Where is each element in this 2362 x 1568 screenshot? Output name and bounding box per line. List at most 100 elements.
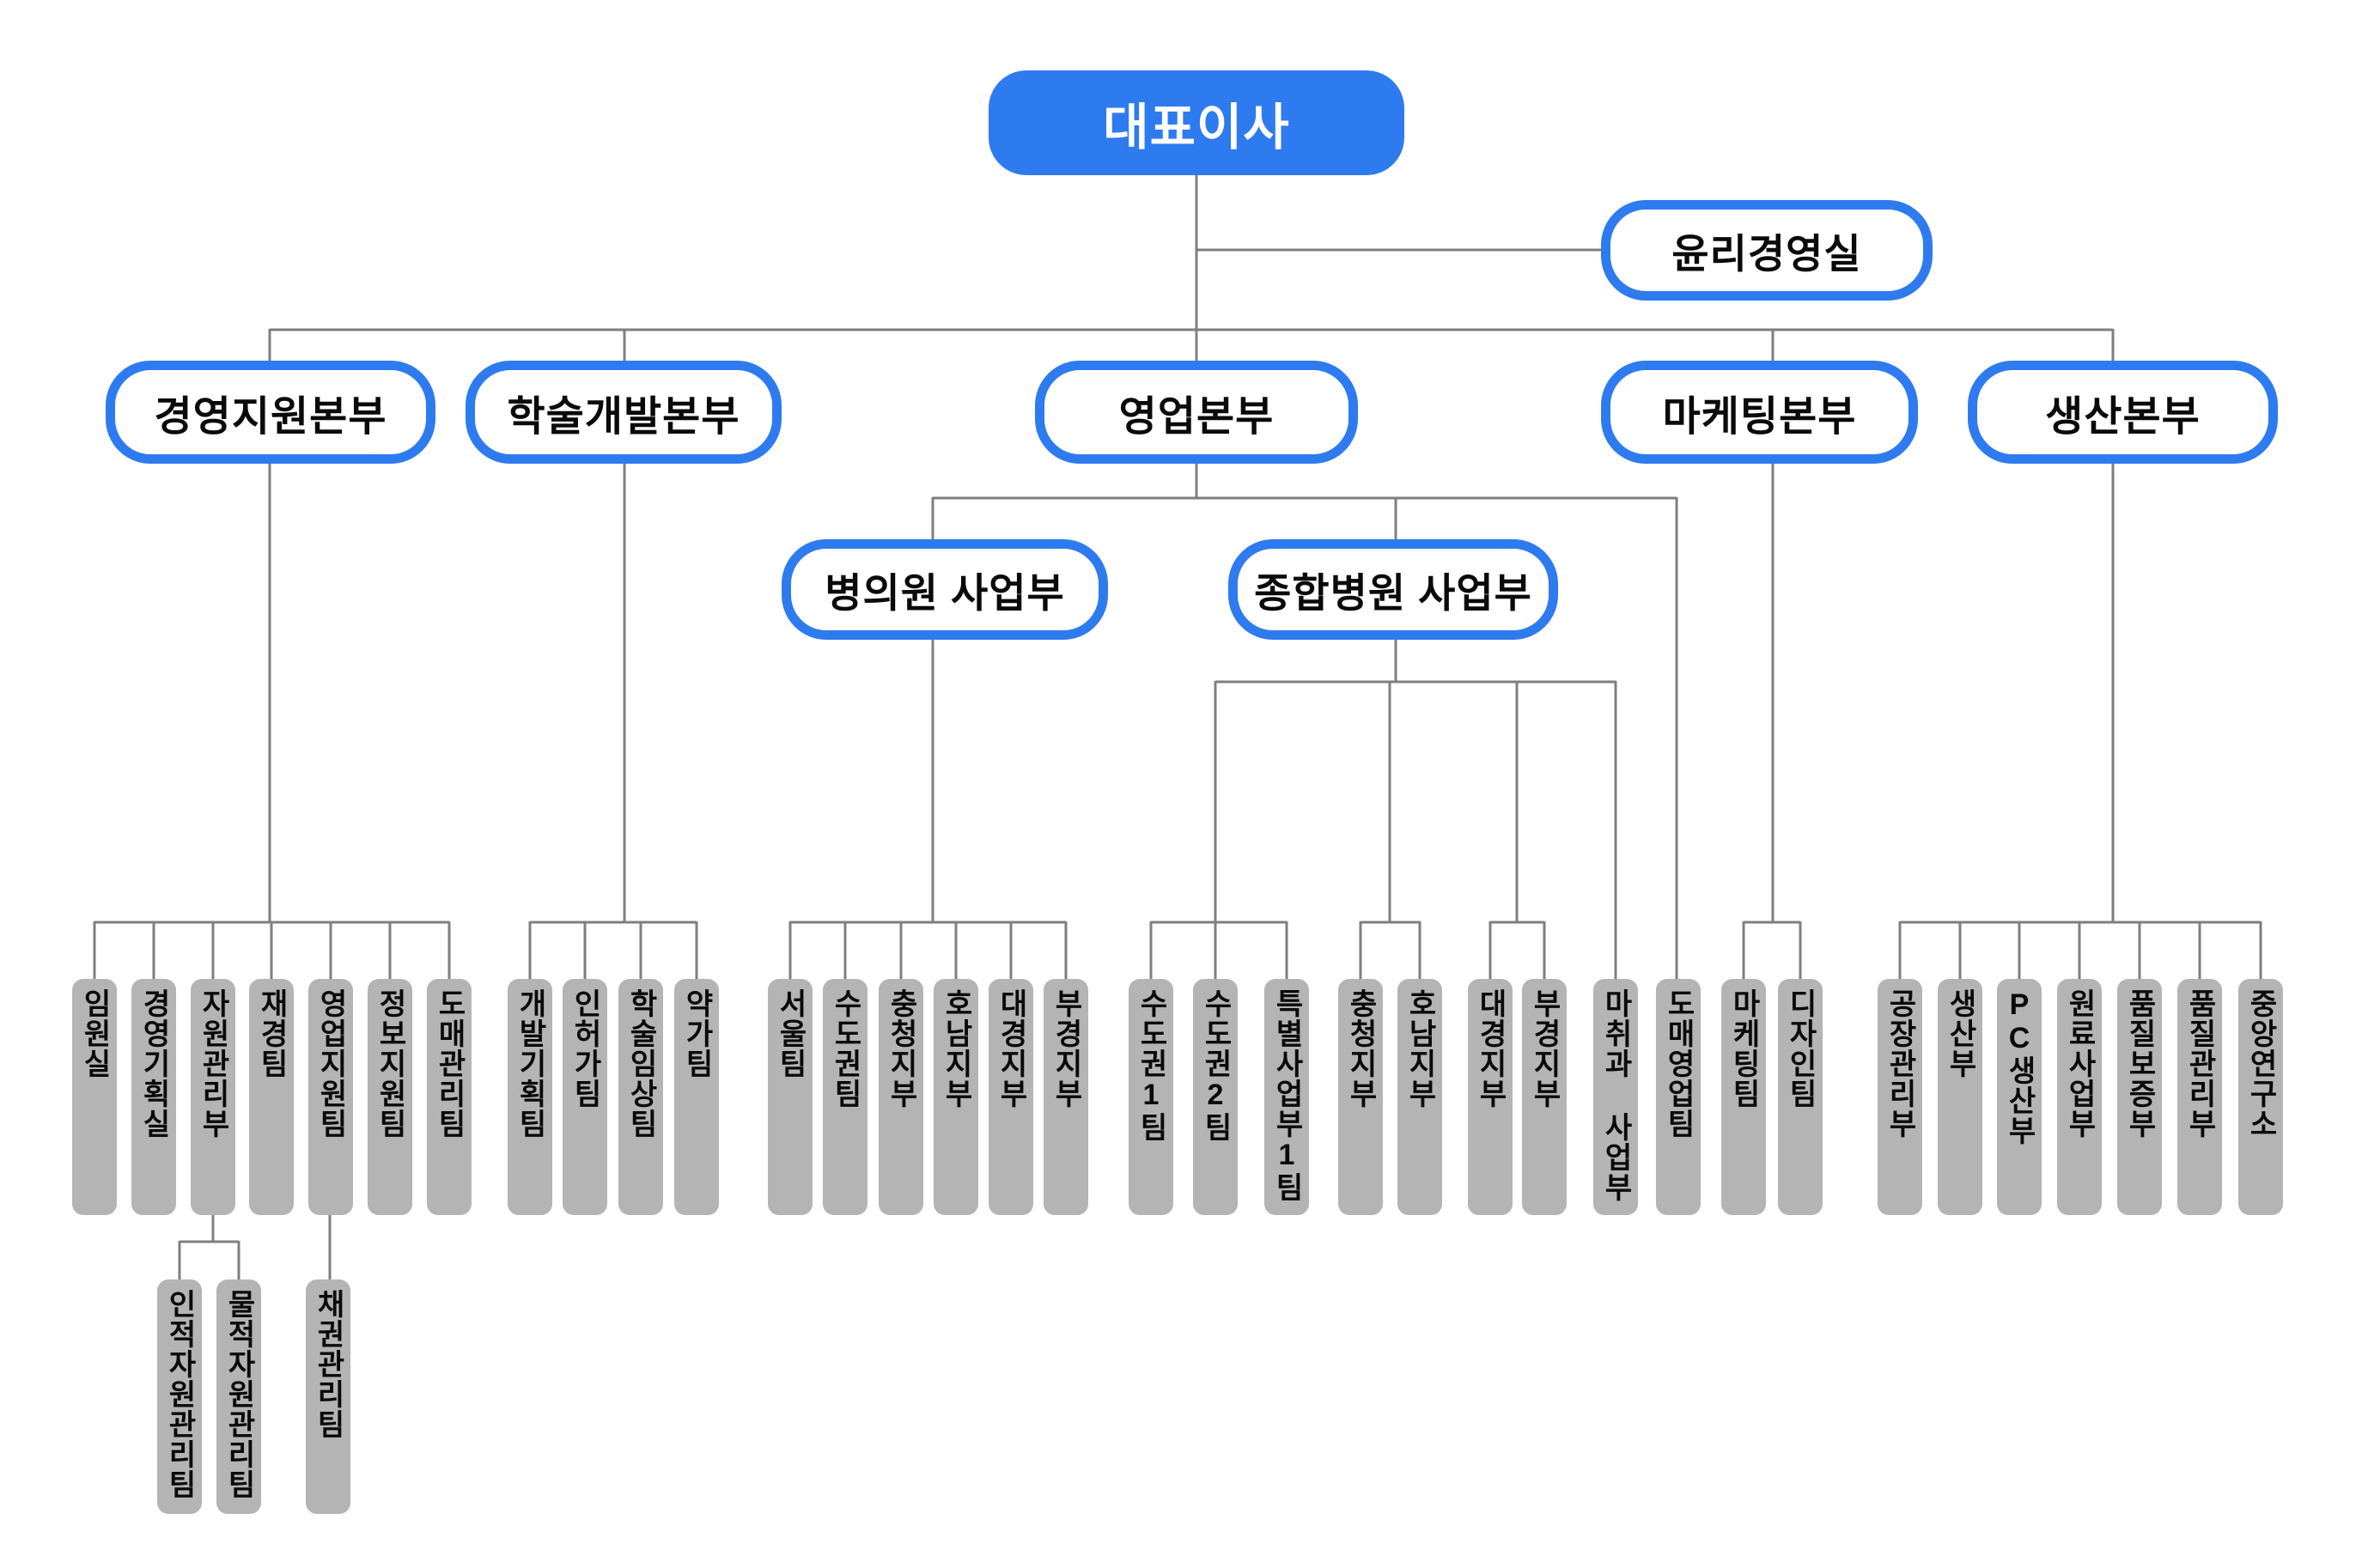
division-label: 생산본부 <box>2045 394 2201 440</box>
team-node: 충청지부 <box>1338 979 1383 1215</box>
team-label: 마취과 사업부 <box>1599 988 1632 1202</box>
team-label: PC생산부 <box>2003 988 2036 1146</box>
team-label: 학술임상팀 <box>624 988 657 1139</box>
subteam-node: 채권관리팀 <box>306 1279 350 1514</box>
subdivision-label: 병의원 사업부 <box>825 570 1065 616</box>
subteam-connectors <box>178 1215 332 1279</box>
team-label: 경영기획실 <box>137 988 170 1139</box>
team-node: 대경지부 <box>1468 979 1513 1215</box>
team-label: 도매영업팀 <box>1662 988 1695 1139</box>
team-label: 서울팀 <box>774 988 807 1079</box>
node-division-sales: 영업본부 <box>1035 361 1358 464</box>
team-node: 임원실 <box>72 979 117 1215</box>
division-label: 영업본부 <box>1118 394 1275 440</box>
team-node: 자원관리부 <box>191 979 235 1215</box>
node-ethics-office: 윤리경영실 <box>1601 200 1933 301</box>
sales-subdivision-connectors <box>931 464 1678 979</box>
ethics-office-label: 윤리경영실 <box>1671 231 1862 277</box>
team-label: 디자인팀 <box>1784 988 1817 1109</box>
team-label: 영업지원팀 <box>314 988 347 1139</box>
team-node: 수도권1팀 <box>1129 979 1173 1215</box>
team-label: 인허가팀 <box>569 988 601 1109</box>
team-node: 수도권2팀 <box>1193 979 1238 1215</box>
team-node: 영업지원팀 <box>308 979 353 1215</box>
team-node: 특별사업부1팀 <box>1264 979 1309 1215</box>
node-division-management-support: 경영지원본부 <box>106 361 435 464</box>
team-label: 수도권2팀 <box>1199 988 1232 1142</box>
team-node: 충청지부 <box>879 979 923 1215</box>
team-label: 부경지부 <box>1528 988 1561 1109</box>
team-label: 대경지부 <box>1474 988 1507 1109</box>
subteam-label: 채권관리팀 <box>312 1289 344 1439</box>
team-node: 대경지부 <box>989 979 1033 1215</box>
team-label: 품질관리부 <box>2183 988 2216 1139</box>
team-label: 마케팅팀 <box>1727 988 1760 1109</box>
team-label: 호남지부 <box>1403 988 1436 1109</box>
subteam-label: 물적자원관리팀 <box>222 1289 255 1499</box>
team-label: 중앙연구소 <box>2244 988 2277 1139</box>
team-node: 호남지부 <box>934 979 978 1215</box>
subteam-label: 인적자원관리팀 <box>163 1289 196 1499</box>
subteam-node: 물적자원관리팀 <box>216 1279 261 1514</box>
team-label: 수도권팀 <box>829 988 861 1109</box>
node-subdivision-general-hospital: 종합병원 사업부 <box>1228 539 1558 640</box>
team-node: 경영기획실 <box>131 979 176 1215</box>
team-label: 자원관리부 <box>197 988 229 1139</box>
node-division-production: 생산본부 <box>1968 361 2278 464</box>
team-node: 도매영업팀 <box>1656 979 1701 1215</box>
team-node: 재경팀 <box>249 979 294 1215</box>
team-label: 부경지부 <box>1050 988 1082 1109</box>
ceo-label: 대표이사 <box>1103 100 1290 155</box>
subteam-node: 인적자원관리팀 <box>157 1279 202 1514</box>
team-node: 품질관리부 <box>2177 979 2222 1215</box>
team-node: 중앙연구소 <box>2238 979 2283 1215</box>
node-ceo: 대표이사 <box>989 70 1404 175</box>
team-node: 원료사업부 <box>2057 979 2102 1215</box>
team-label: 수도권1팀 <box>1135 988 1167 1142</box>
division-label: 학술개발본부 <box>507 394 740 440</box>
team-node: 공장관리부 <box>1878 979 1922 1215</box>
team-label: 생산부 <box>1944 988 1976 1079</box>
team-node: 정보지원팀 <box>368 979 412 1215</box>
division-label: 마케팅본부 <box>1662 394 1857 440</box>
team-label: 원료사업부 <box>2063 988 2096 1139</box>
team-node: 개발기획팀 <box>508 979 552 1215</box>
team-label: 정보지원팀 <box>374 988 406 1139</box>
team-node: 디자인팀 <box>1778 979 1823 1215</box>
team-node: 품질보증부 <box>2117 979 2162 1215</box>
division-drop-connectors <box>268 464 2115 923</box>
team-node: 수도권팀 <box>823 979 867 1215</box>
team-label: 대경지부 <box>995 988 1027 1109</box>
team-label: 충청지부 <box>1344 988 1377 1109</box>
node-division-marketing: 마케팅본부 <box>1601 361 1918 464</box>
team-node: PC생산부 <box>1997 979 2042 1215</box>
team-node: 학술임상팀 <box>618 979 663 1215</box>
team-label: 품질보증부 <box>2123 988 2156 1139</box>
trunk-and-level2-connectors <box>268 175 2115 361</box>
node-division-academic-development: 학술개발본부 <box>466 361 782 464</box>
team-node: 호남지부 <box>1397 979 1442 1215</box>
team-node: 약가팀 <box>674 979 719 1215</box>
team-label: 공장관리부 <box>1884 988 1916 1139</box>
subdivision-label: 종합병원 사업부 <box>1254 570 1532 616</box>
team-label: 호남지부 <box>940 988 972 1109</box>
team-node: 마케팅팀 <box>1721 979 1766 1215</box>
team-label: 개발기획팀 <box>514 988 546 1139</box>
team-node: 서울팀 <box>768 979 813 1215</box>
division-label: 경영지원본부 <box>154 394 387 440</box>
team-node: 도매관리팀 <box>427 979 472 1215</box>
team-label: 약가팀 <box>680 988 713 1079</box>
team-node: 인허가팀 <box>563 979 607 1215</box>
team-label: 재경팀 <box>255 988 288 1079</box>
team-node: 부경지부 <box>1522 979 1567 1215</box>
team-label: 특별사업부1팀 <box>1270 988 1303 1202</box>
team-node: 부경지부 <box>1044 979 1088 1215</box>
team-label: 도매관리팀 <box>433 988 466 1139</box>
team-label: 임원실 <box>78 988 111 1079</box>
team-node: 생산부 <box>1938 979 1982 1215</box>
team-stub-connectors <box>93 921 2262 979</box>
team-node: 마취과 사업부 <box>1593 979 1638 1215</box>
team-label: 충청지부 <box>885 988 917 1109</box>
